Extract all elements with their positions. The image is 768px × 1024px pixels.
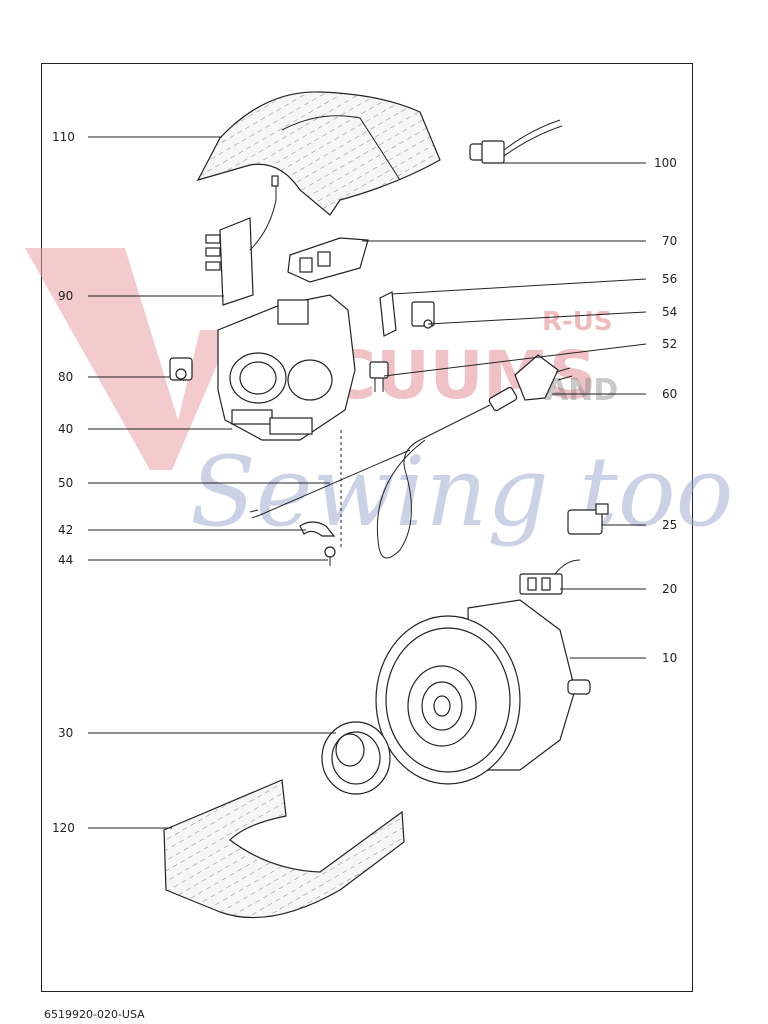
callout-60-label: 60 xyxy=(662,387,677,401)
callout-120-label: 120 xyxy=(52,821,75,835)
part-120-bottom-filter-pad xyxy=(163,779,405,919)
callout-20: 20 xyxy=(560,582,677,596)
callout-44: 44 xyxy=(58,553,328,567)
part-70-switch-housing xyxy=(287,237,369,283)
callout-40: 40 xyxy=(58,422,232,436)
callout-54: 54 xyxy=(427,305,677,325)
callout-100: 100 xyxy=(500,156,677,170)
callout-90-label: 90 xyxy=(58,289,73,303)
callout-70-label: 70 xyxy=(662,234,677,248)
part-80-bracket xyxy=(169,357,193,381)
callout-52-label: 52 xyxy=(662,337,677,351)
callout-52: 52 xyxy=(383,337,677,377)
watermark-v-shape xyxy=(25,248,232,470)
callout-56: 56 xyxy=(391,272,677,295)
callout-30-label: 30 xyxy=(58,726,73,740)
callout-50: 50 xyxy=(58,476,330,490)
part-90-circuit-board xyxy=(205,175,279,306)
part-20-terminal-block xyxy=(519,559,581,595)
callout-42: 42 xyxy=(58,523,306,537)
callout-100-label: 100 xyxy=(654,156,677,170)
callout-10: 10 xyxy=(570,651,677,665)
callout-50-label: 50 xyxy=(58,476,73,490)
callout-20-label: 20 xyxy=(662,582,677,596)
part-100-switch xyxy=(469,119,563,164)
callout-70: 70 xyxy=(362,234,677,248)
watermark: VACUUMS R-US AND Sewing too xyxy=(25,248,733,548)
watermark-line1-suffix: R-US xyxy=(542,307,613,337)
part-25-capacitor xyxy=(567,503,609,535)
callout-30: 30 xyxy=(58,726,336,740)
callout-120: 120 xyxy=(52,821,172,835)
part-60-power-plug xyxy=(488,354,573,412)
callout-40-label: 40 xyxy=(58,422,73,436)
callout-110-label: 110 xyxy=(52,130,75,144)
document-id: 6519920-020-USA xyxy=(44,1008,145,1021)
part-44-screw xyxy=(324,546,336,566)
callout-42-label: 42 xyxy=(58,523,73,537)
callout-56-label: 56 xyxy=(662,272,677,286)
watermark-line2-suffix: AND xyxy=(545,373,618,408)
part-10-motor xyxy=(375,599,591,785)
callout-25-label: 25 xyxy=(662,518,677,532)
callout-80-label: 80 xyxy=(58,370,73,384)
callout-10-label: 10 xyxy=(662,651,677,665)
callout-44-label: 44 xyxy=(58,553,73,567)
part-110-top-filter-pad xyxy=(196,91,441,216)
part-56-clip xyxy=(379,291,397,337)
callout-80: 80 xyxy=(58,370,170,384)
part-42-cord-clamp xyxy=(299,521,336,537)
watermark-line3: Sewing too xyxy=(190,436,733,548)
callout-110: 110 xyxy=(52,130,222,144)
callout-60: 60 xyxy=(552,387,677,401)
part-52-terminal xyxy=(369,361,389,392)
part-40-main-housing xyxy=(217,294,356,441)
part-50-power-cord xyxy=(249,404,491,559)
callout-54-label: 54 xyxy=(662,305,677,319)
part-30-seal-ring xyxy=(321,721,391,795)
diagram-border xyxy=(41,63,693,992)
callout-90: 90 xyxy=(58,289,224,303)
callout-25: 25 xyxy=(602,518,677,532)
